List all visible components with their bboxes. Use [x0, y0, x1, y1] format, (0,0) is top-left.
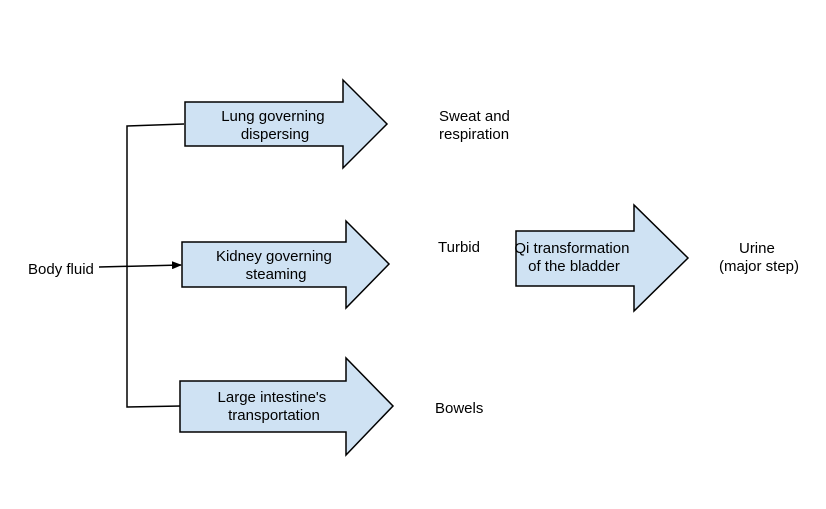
- urine-output-label: Urine (major step): [719, 240, 799, 275]
- bladder-arrow: [515, 203, 690, 313]
- kidney-arrow-line1: Kidney governing: [216, 248, 332, 265]
- large-intestine-arrow-line2: transportation: [228, 407, 320, 424]
- kidney-arrow-line2: steaming: [246, 266, 307, 283]
- connector-to-kidney: [98, 261, 182, 270]
- lung-arrow-line2: dispersing: [241, 126, 309, 143]
- lung-branch: Lung governing dispersing Sweat and resp…: [184, 78, 514, 170]
- lung-output-label: Sweat and respiration: [439, 108, 514, 143]
- urine-output-line2: (major step): [719, 258, 799, 275]
- kidney-output-label: Turbid: [438, 239, 480, 256]
- kidney-arrow-label: Kidney governing steaming: [216, 248, 336, 283]
- source-label: Body fluid: [28, 261, 94, 278]
- lung-output-line2: respiration: [439, 126, 509, 143]
- large-intestine-branch: Large intestine's transportation Bowels: [179, 356, 483, 457]
- kidney-arrow: [181, 219, 391, 310]
- large-intestine-arrow: [179, 356, 395, 457]
- bladder-arrow-line2: of the bladder: [528, 258, 620, 275]
- lung-arrow-label: Lung governing dispersing: [221, 108, 329, 143]
- kidney-branch: Kidney governing steaming Turbid: [181, 219, 480, 310]
- bladder-arrow-line1: Qi transformation: [514, 240, 629, 257]
- urine-output-line1: Urine: [739, 240, 775, 257]
- large-intestine-output-label: Bowels: [435, 400, 483, 417]
- lung-output-line1: Sweat and: [439, 108, 510, 125]
- bladder-step: Qi transformation of the bladder Urine (…: [514, 203, 799, 313]
- lung-arrow-line1: Lung governing: [221, 108, 324, 125]
- connector-lines: [98, 123, 185, 408]
- large-intestine-arrow-line1: Large intestine's: [218, 389, 327, 406]
- bladder-arrow-label: Qi transformation of the bladder: [514, 240, 633, 275]
- large-intestine-arrow-label: Large intestine's transportation: [218, 389, 331, 424]
- lung-arrow: [184, 78, 389, 170]
